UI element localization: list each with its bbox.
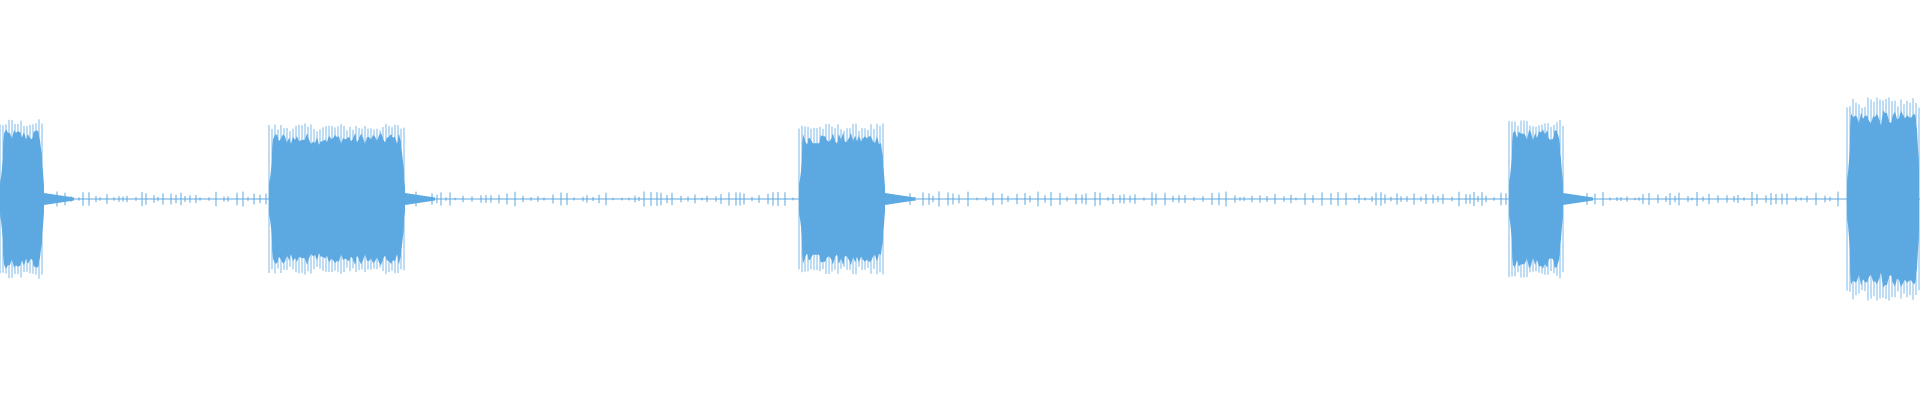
waveform-decay-tail [44, 193, 74, 205]
waveform-noise [49, 191, 1848, 207]
waveform-burst [0, 128, 44, 270]
waveform-burst [269, 132, 405, 266]
waveform-decay-tail [885, 193, 915, 205]
waveform-decay-tail [405, 193, 435, 205]
waveform-burst [799, 132, 885, 266]
